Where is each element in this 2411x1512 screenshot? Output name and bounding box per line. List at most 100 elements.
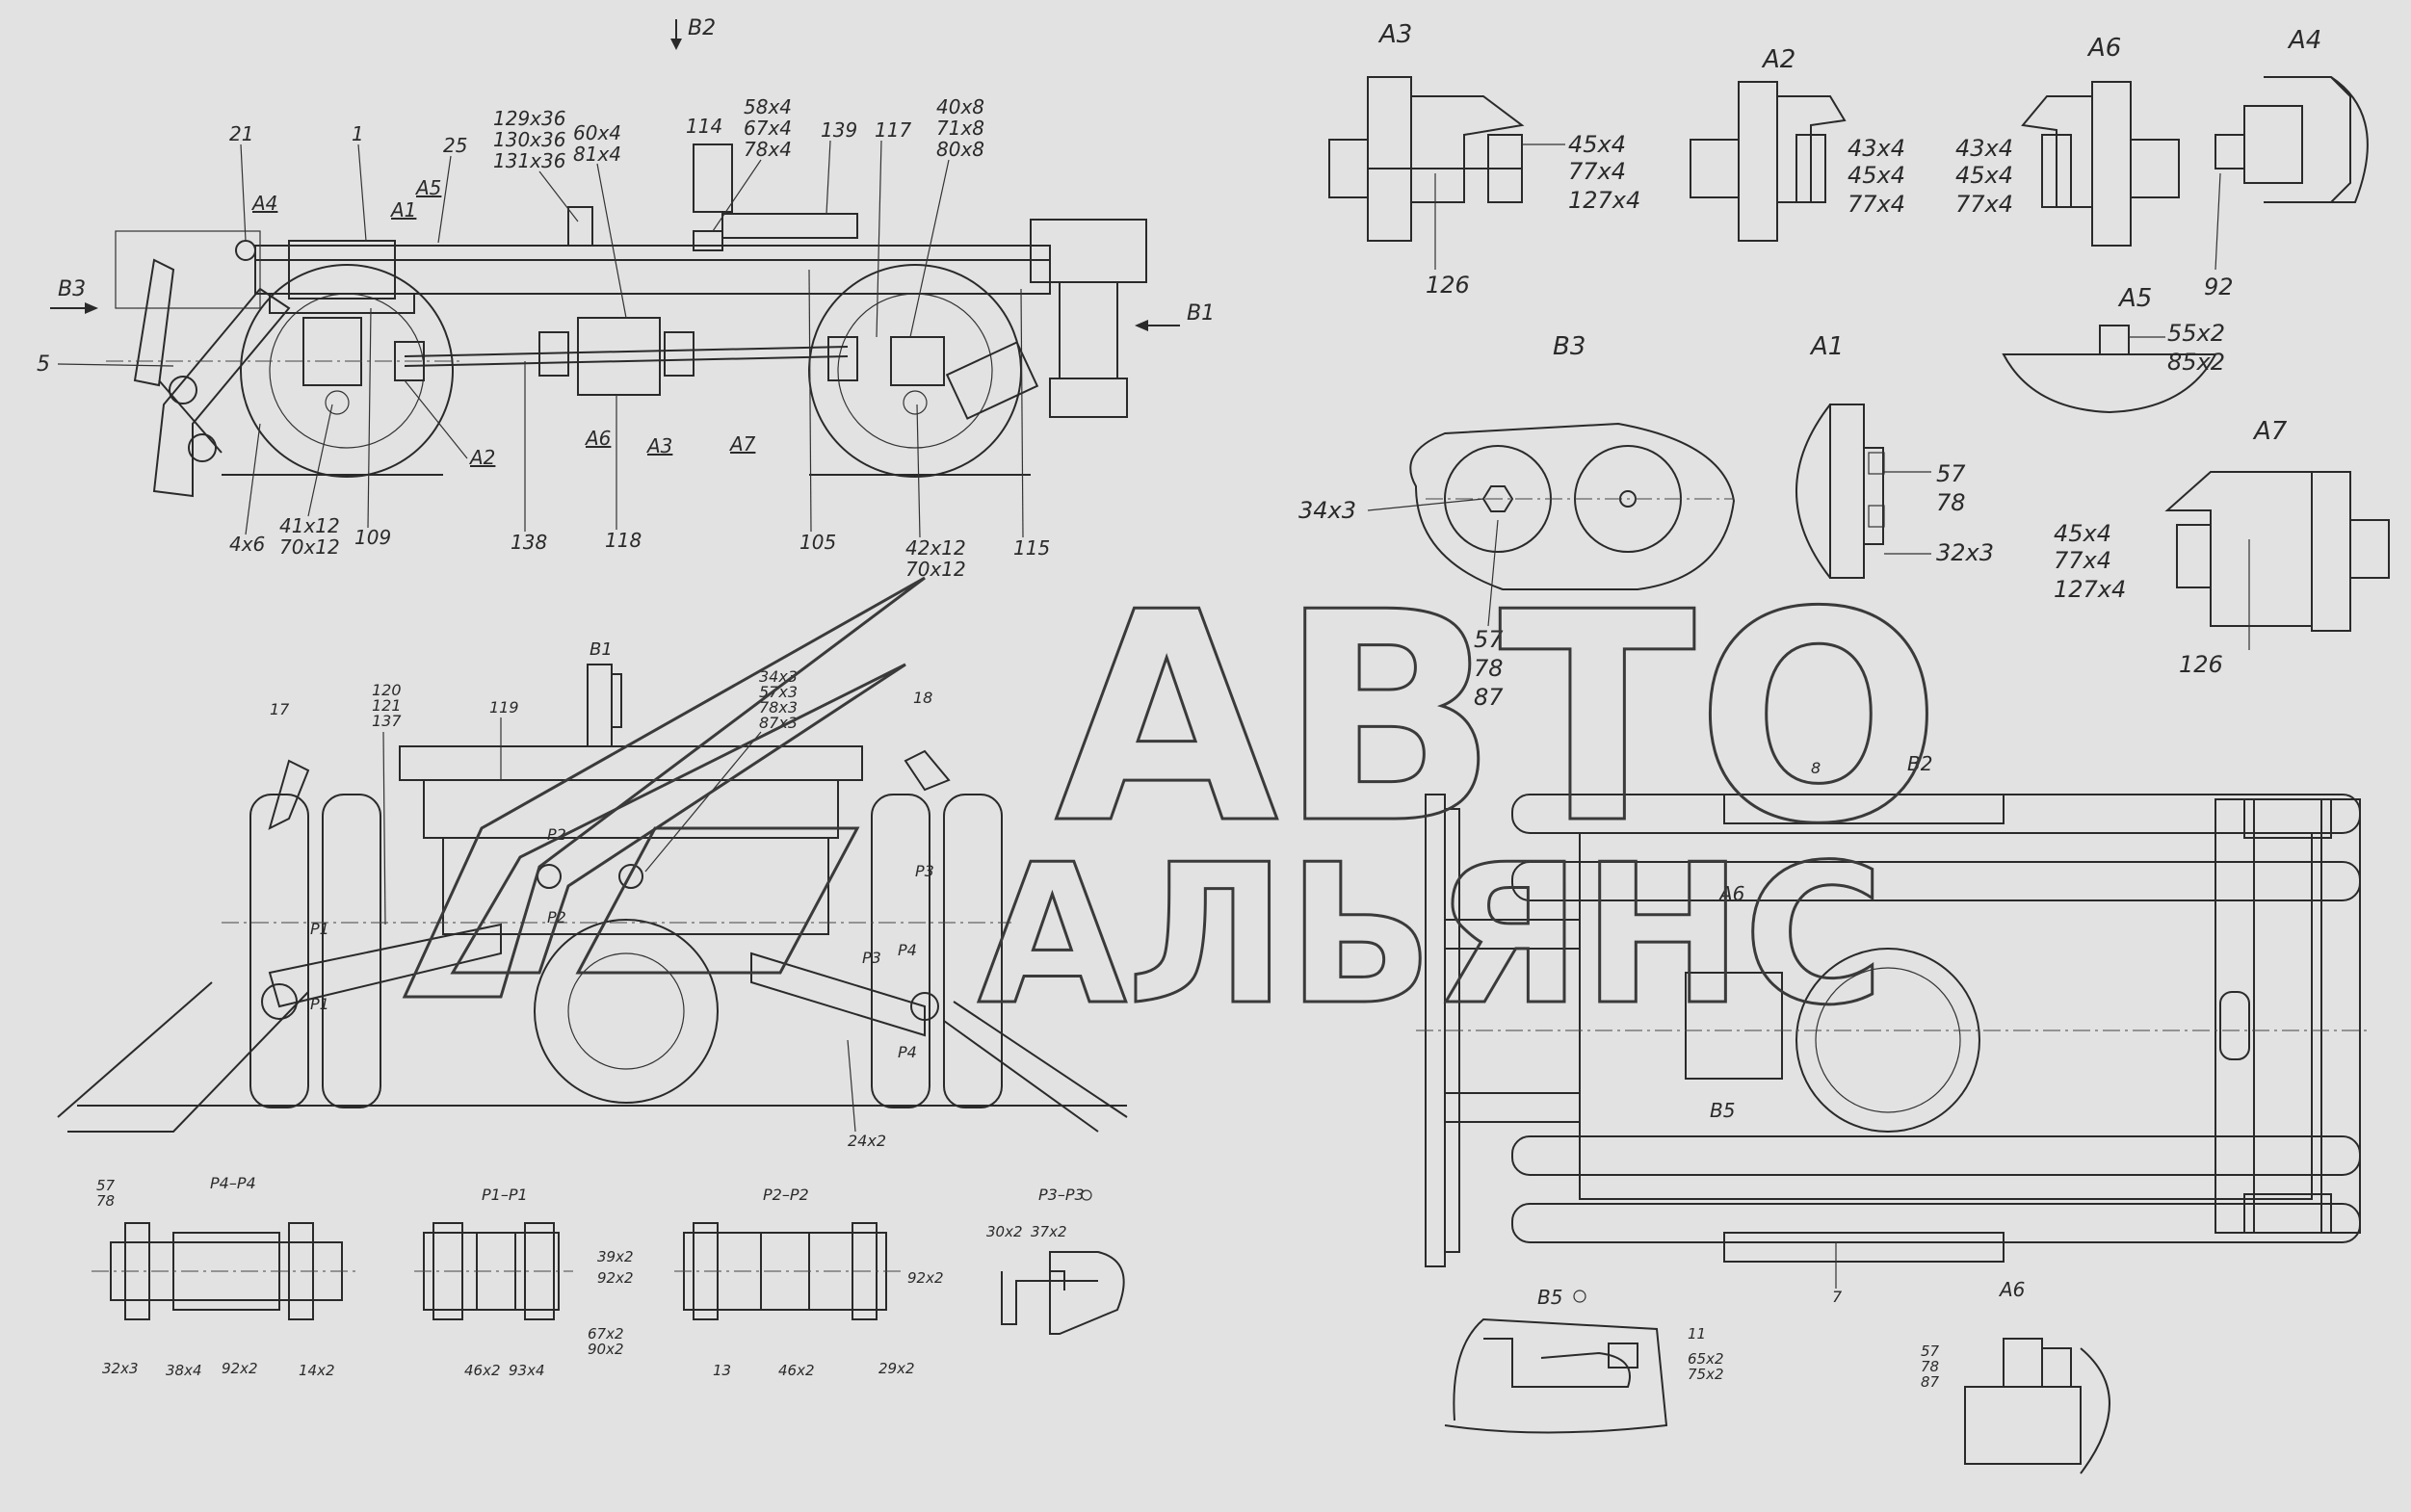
callout-117: 117 [875,118,911,142]
callout-78x4: 78x4 [744,138,792,161]
view-mark-b3: В3 [58,277,86,301]
callout-139: 139 [821,118,857,142]
svg-text:78: 78 [1921,1358,1939,1375]
detail-mark-a4: А4 [250,192,277,215]
svg-text:30x2: 30x2 [986,1223,1023,1240]
detail-a7: А7 45x4 77x4 127x4 126 [2054,417,2390,678]
section-mark-p3-b: Р3 [862,949,881,967]
svg-text:А1: А1 [1809,332,1844,361]
section-mark-p3-a: Р3 [915,862,934,880]
plan-callout-7: 7 [1832,1288,1843,1306]
plan-callout-8: 8 [1811,759,1821,777]
detail-a1: А1 57 78 32x3 [1795,332,1994,579]
svg-text:А7: А7 [2252,417,2288,446]
svg-text:38x4: 38x4 [166,1362,202,1379]
detail-a4: А4 92 [2204,26,2369,300]
plan-mark-a6: А6 [1717,882,1744,905]
svg-text:В5: В5 [1537,1286,1562,1309]
callout-41x12: 41x12 [279,514,340,537]
svg-text:77x4: 77x4 [1955,191,2013,218]
svg-text:87: 87 [1474,684,1504,711]
svg-text:В3: В3 [1553,332,1585,361]
callout-40x8: 40x8 [936,95,984,118]
callout-109: 109 [354,526,391,549]
section-mark-p1-a: Р1 [310,920,329,938]
svg-text:90x2: 90x2 [588,1341,624,1358]
callout-81x4: 81x4 [573,143,621,166]
callout-67x4: 67x4 [744,117,792,140]
svg-text:46x2: 46x2 [464,1362,501,1379]
svg-text:А4: А4 [2287,26,2321,55]
detail-mark-a2: А2 [468,446,495,469]
callout-25: 25 [443,134,467,157]
callout-70x12-right: 70x12 [905,558,966,581]
svg-text:А5: А5 [2117,284,2152,313]
svg-text:29x2: 29x2 [878,1360,915,1377]
svg-text:А6: А6 [2086,34,2121,63]
svg-text:92x2: 92x2 [597,1269,634,1287]
front-callout-137: 137 [372,712,402,730]
callout-114: 114 [686,115,722,138]
callout-1: 1 [352,122,364,145]
plan-mark-b5: В5 [1710,1099,1735,1122]
svg-text:92: 92 [2204,274,2234,300]
detail-mark-a1: А1 [389,198,416,222]
front-mark-b1: В1 [590,639,613,660]
svg-text:92x2: 92x2 [222,1360,258,1377]
svg-text:43x4: 43x4 [1955,135,2013,162]
svg-text:126: 126 [1426,272,1470,299]
section-p1: Р1–Р1 39x2 92x2 67x2 90x2 46x2 93x4 [414,1186,634,1379]
front-callout-78x3: 78x3 [759,698,798,717]
svg-text:13: 13 [713,1362,731,1379]
svg-text:67x2: 67x2 [588,1325,624,1343]
front-callout-24x2: 24x2 [848,1132,886,1150]
svg-text:45x4: 45x4 [2054,520,2111,547]
svg-text:14x2: 14x2 [299,1362,335,1379]
callout-4x6: 4x6 [229,533,265,556]
watermark-line1: АВТО [1055,551,1942,887]
svg-text:55x2: 55x2 [2167,320,2225,347]
svg-text:127x4: 127x4 [1568,187,1640,214]
callout-130x36: 130x36 [493,128,565,151]
callout-105: 105 [799,531,836,554]
detail-mark-a5: А5 [414,176,441,199]
callout-131x36: 131x36 [493,149,565,172]
svg-text:32x3: 32x3 [102,1360,139,1377]
view-mark-b1: В1 [1187,301,1215,326]
svg-text:78: 78 [96,1192,115,1210]
front-callout-120: 120 [372,681,402,699]
plan-view-assembly: 8 В2 А6 В5 7 [1416,752,2370,1306]
svg-text:57: 57 [1936,460,1966,487]
svg-text:А3: А3 [1377,20,1412,49]
callout-129x36: 129x36 [493,107,565,130]
svg-text:Р2–Р2: Р2–Р2 [763,1186,809,1204]
watermark-logo: АВТО АЛЬЯНС [402,550,1943,1050]
section-p2: Р2–Р2 92x2 13 46x2 29x2 [674,1186,944,1379]
svg-text:87: 87 [1921,1373,1940,1391]
svg-text:93x4: 93x4 [509,1362,545,1379]
detail-a6: А6 43x4 45x4 77x4 [1955,34,2180,247]
svg-text:77x4: 77x4 [1568,158,1626,185]
svg-text:37x2: 37x2 [1031,1223,1067,1240]
detail-mark-a7: А7 [728,432,756,456]
detail-b3: В3 34x3 57 78 87 [1298,332,1736,711]
svg-text:46x2: 46x2 [778,1362,815,1379]
detail-b5: В5 11 65x2 75x2 [1444,1286,1724,1434]
svg-text:77x4: 77x4 [1848,191,1905,218]
svg-text:126: 126 [2179,651,2223,678]
svg-text:45x4: 45x4 [1568,131,1626,158]
section-mark-p4-a: Р4 [898,941,917,959]
svg-text:А2: А2 [1761,45,1795,74]
callout-118: 118 [605,529,642,552]
svg-text:Р3–Р3: Р3–Р3 [1038,1186,1085,1204]
svg-text:57: 57 [1474,626,1504,653]
section-p4: Р4–Р4 57 78 32x3 38x4 92x2 14x2 [92,1174,356,1379]
section-mark-p2-a: Р2 [547,825,566,844]
detail-a5: А5 55x2 85x2 [2002,284,2225,414]
front-view-assembly: 17 120 121 137 119 В1 34x3 57x3 78x3 87x… [57,639,1128,1150]
front-callout-87x3: 87x3 [759,714,798,732]
callout-80x8: 80x8 [936,138,984,161]
svg-text:Р1–Р1: Р1–Р1 [482,1186,528,1204]
section-p3: Р3–Р3 30x2 37x2 [986,1186,1125,1335]
